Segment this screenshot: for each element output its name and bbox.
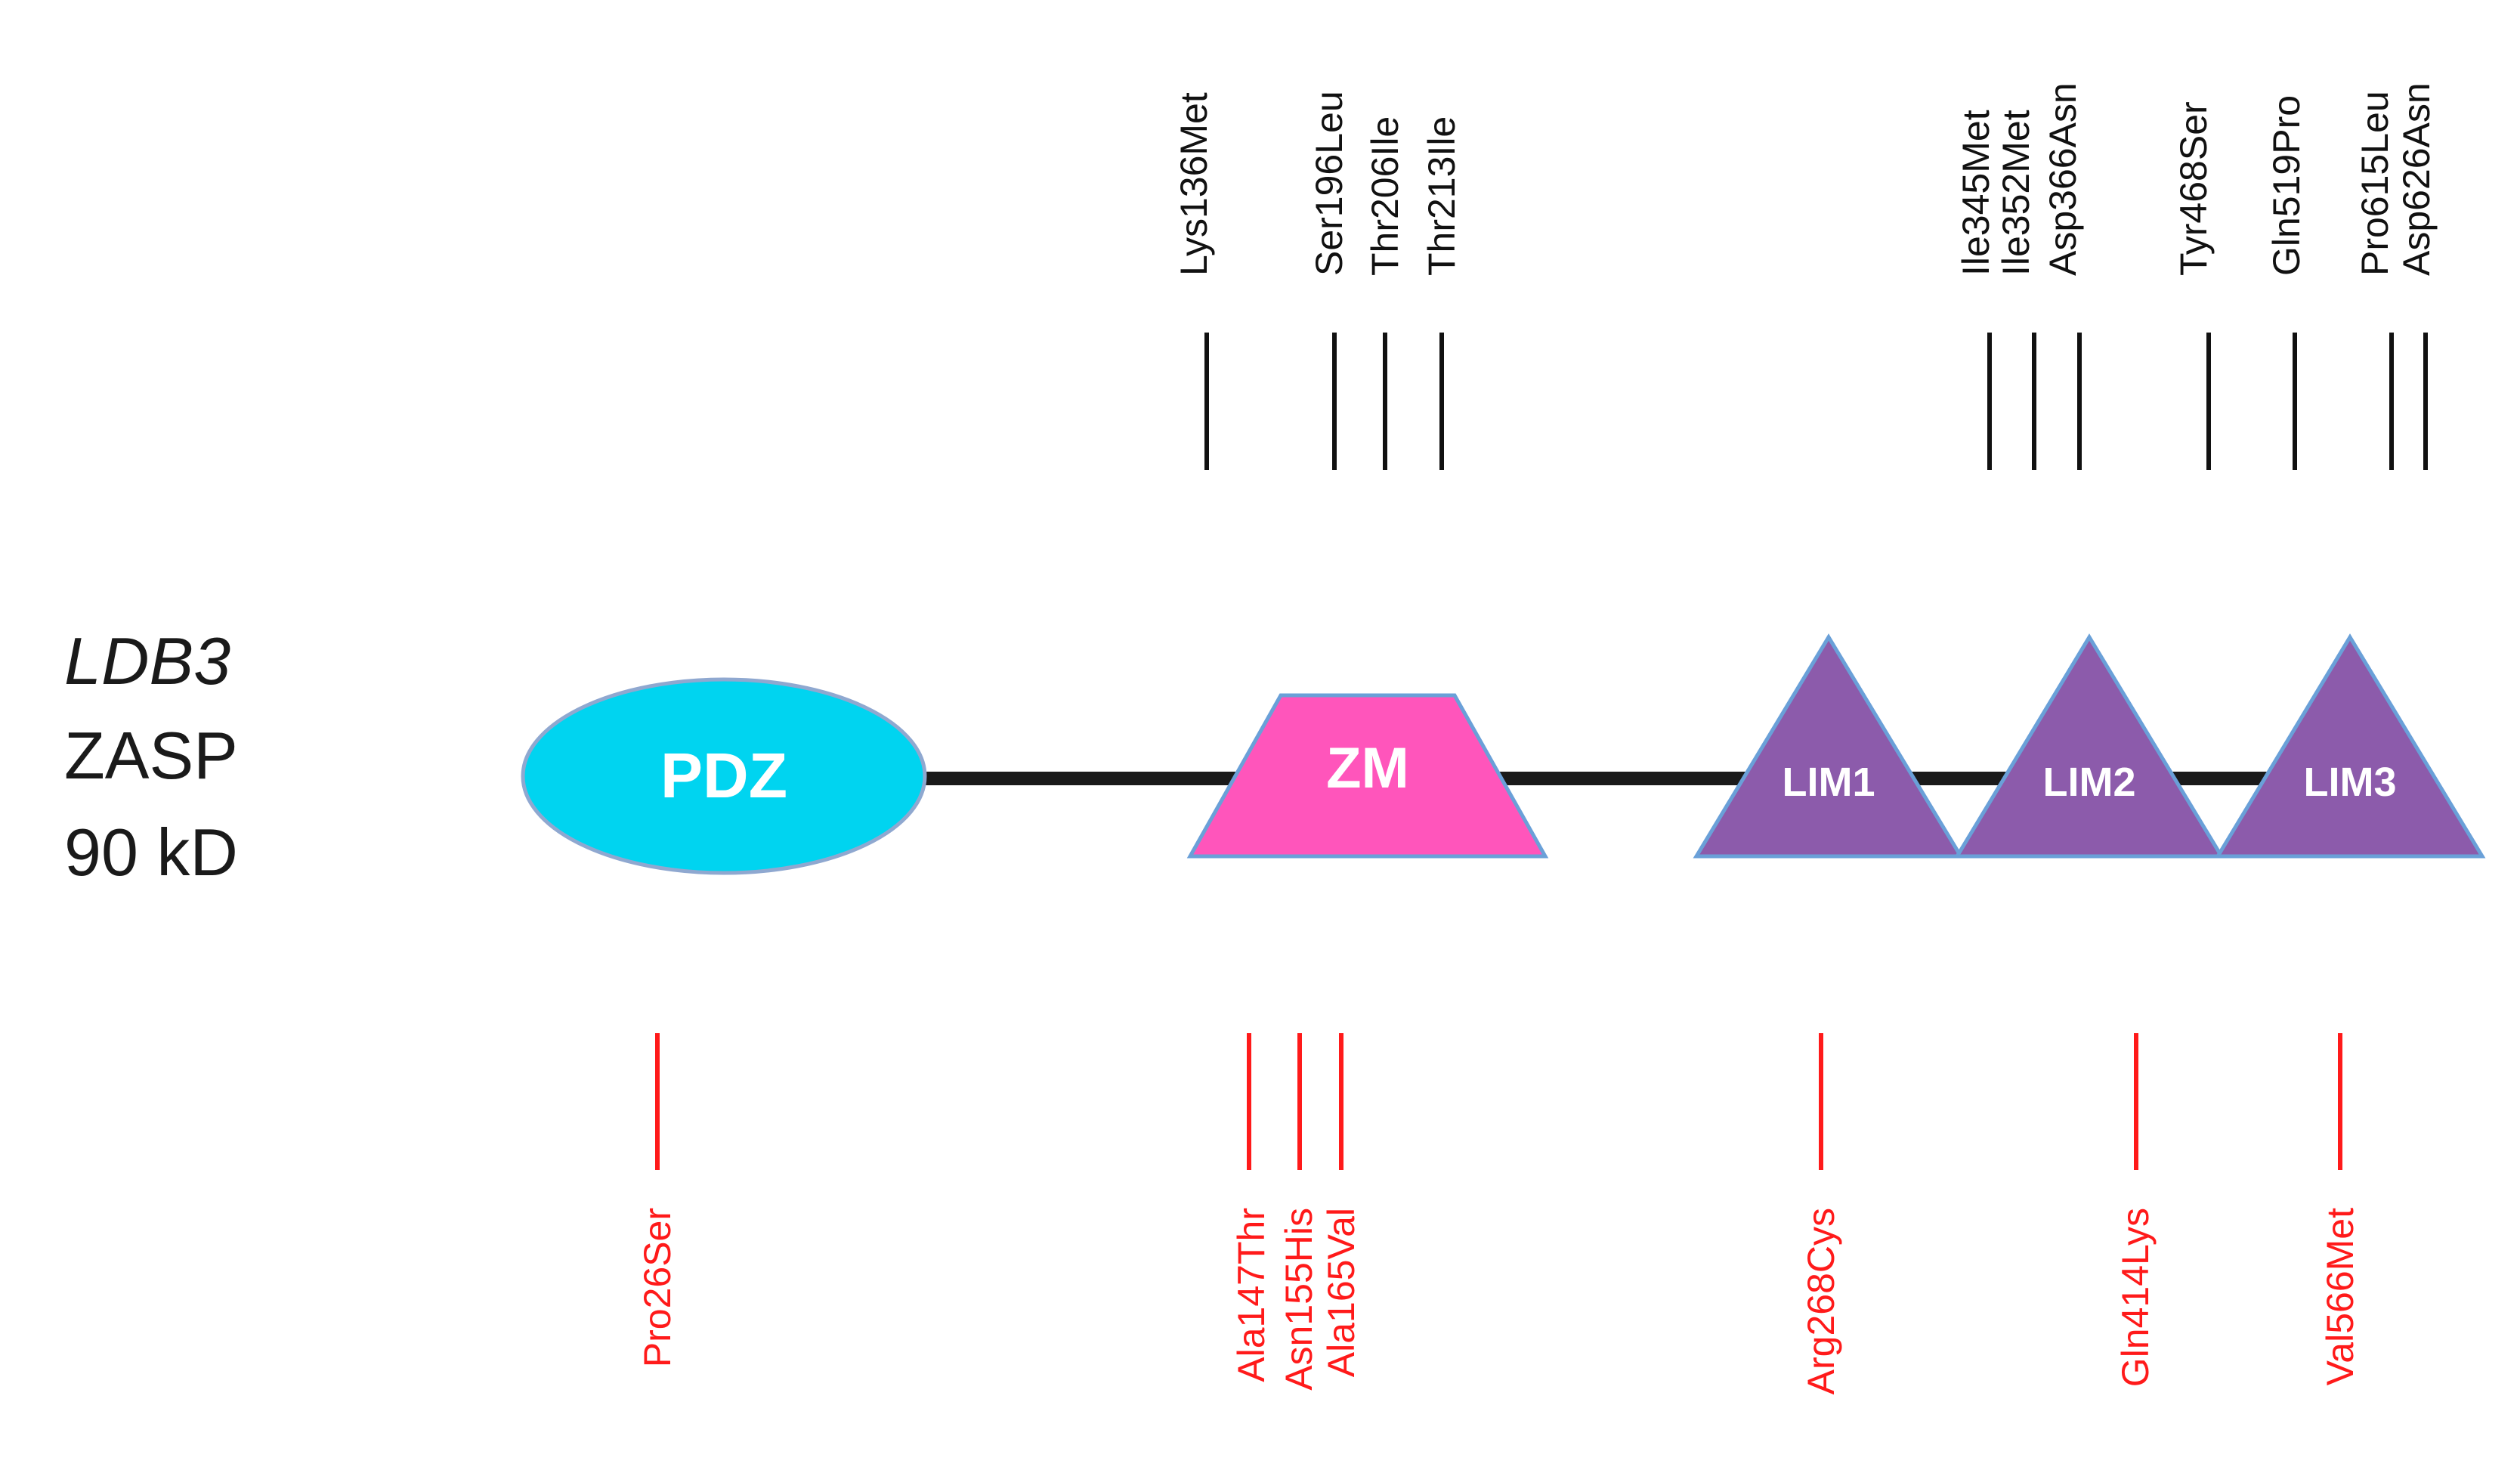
variant-label: Asp366Asn xyxy=(2042,82,2084,276)
variant-label: Ala165Val xyxy=(1320,1208,1362,1377)
lim3-domain-shape xyxy=(2214,633,2486,859)
domain-zm: ZM xyxy=(1186,693,1549,859)
lim1-domain-shape xyxy=(1693,633,1965,859)
variant-label: Gln414Lys xyxy=(2114,1208,2157,1387)
variant-label: Thr213Ile xyxy=(1421,116,1463,276)
lim1-domain-label: LIM1 xyxy=(1782,760,1875,805)
variant-label: Ile345Met xyxy=(1955,110,1997,276)
domain-lim1: LIM1 xyxy=(1693,633,1965,859)
domain-pdz: PDZ xyxy=(521,677,927,875)
protein-name: ZASP xyxy=(64,718,238,793)
domain-lim3: LIM3 xyxy=(2214,633,2486,859)
gene-symbol: LDB3 xyxy=(64,624,230,698)
variant-label: Val566Met xyxy=(2319,1208,2361,1385)
gene-label-group: LDB3 ZASP 90 kD xyxy=(64,624,238,890)
zm-domain-label: ZM xyxy=(1326,736,1409,800)
top-variant-group: Lys136Met Ser196Leu Thr206Ile Thr213Ile … xyxy=(1173,82,2438,470)
variant-label: Asp626Asn xyxy=(2395,82,2438,276)
variant-label: Ser196Leu xyxy=(1308,91,1350,276)
domain-lim2: LIM2 xyxy=(1953,633,2225,859)
protein-size: 90 kD xyxy=(64,815,238,890)
pdz-domain-label: PDZ xyxy=(660,740,787,811)
lim2-domain-shape xyxy=(1953,633,2225,859)
zm-domain-shape xyxy=(1186,693,1549,859)
variant-label: Pro615Leu xyxy=(2354,91,2396,276)
variant-label: Ile352Met xyxy=(1995,110,2037,276)
variant-label: Ala147Thr xyxy=(1230,1208,1272,1382)
lim2-domain-label: LIM2 xyxy=(2042,760,2135,805)
variant-label: Lys136Met xyxy=(1173,92,1215,276)
bottom-variant-group: Pro26Ser Ala147Thr Asn155His Ala165Val A… xyxy=(636,1033,2361,1394)
variant-label: Pro26Ser xyxy=(636,1208,679,1367)
variant-label: Asn155His xyxy=(1278,1208,1320,1391)
variant-label: Tyr468Ser xyxy=(2172,101,2215,276)
lim3-domain-label: LIM3 xyxy=(2303,760,2396,805)
pdz-domain-shape xyxy=(521,677,927,875)
variant-label: Arg268Cys xyxy=(1800,1208,1842,1394)
variant-label: Thr206Ile xyxy=(1364,116,1406,276)
variant-label: Gln519Pro xyxy=(2265,95,2308,276)
